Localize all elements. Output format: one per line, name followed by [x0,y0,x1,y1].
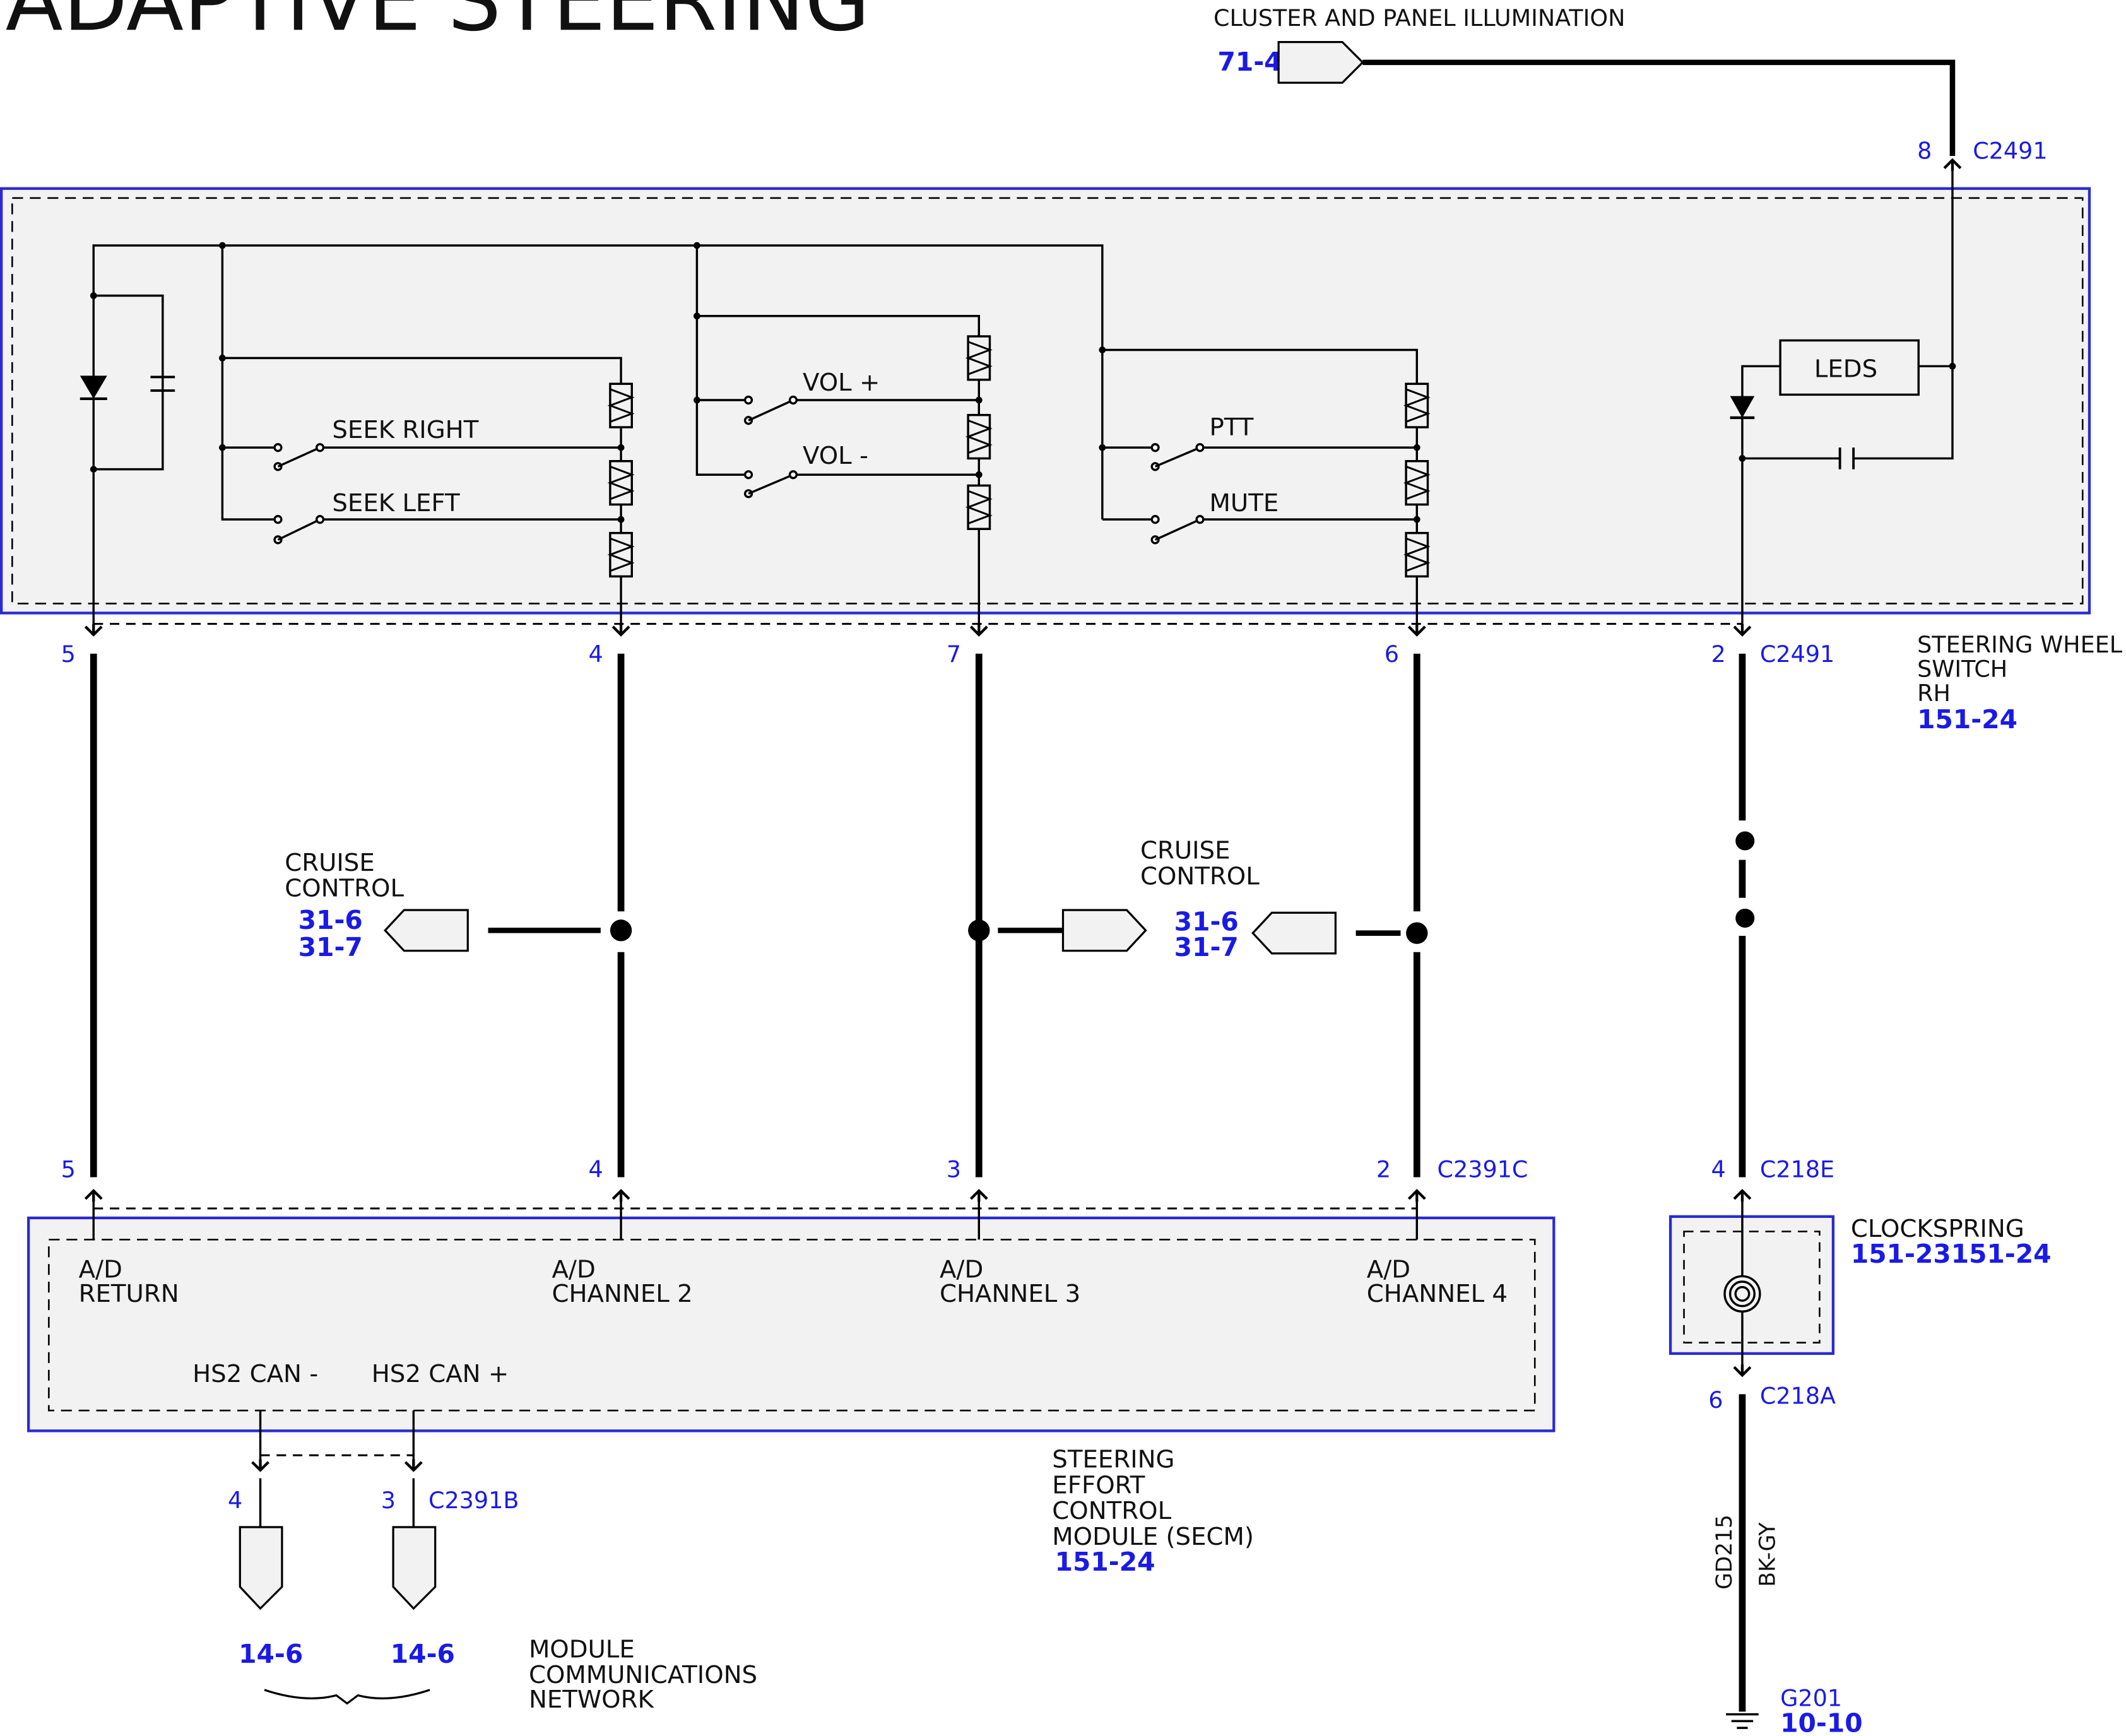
cruise-right-ref-2[interactable]: 31-7 [1174,932,1239,962]
cruise-stubs [488,928,1401,936]
main-wires [90,653,1746,1178]
cruise-right-ref-1[interactable]: 31-6 [1174,906,1239,936]
c218a-pin-label: 6 [1708,1386,1723,1414]
network-brace [264,1689,430,1705]
cruise-splices [610,831,1755,944]
switch-name-line-1: STEERING WHEEL [1917,631,2123,658]
cluster-ref[interactable]: 71-4 [1217,47,1282,77]
cluster-pin-8: 8 [1917,137,1932,164]
network-ref-2[interactable]: 14-6 [391,1639,455,1669]
cruise-connector-right [1251,911,1337,955]
can-minus-connector [239,1526,283,1610]
c2391b-pin-4: 4 [228,1487,242,1514]
cruise-left-label-2: CONTROL [285,875,404,903]
leds-box [1779,339,1920,396]
secm-name-line-1: STEERING [1052,1445,1174,1473]
secm-terminal-2-b: CHANNEL 2 [552,1280,692,1308]
secm-terminal-1-b: RETURN [79,1280,179,1308]
clockspring-coil-icon [1723,1275,1761,1313]
c2491-pin-4: 4 [588,641,603,668]
can-wires [259,1478,415,1528]
secm-terminal-4-a: A/D [1367,1256,1410,1284]
secm-can-minus-label: HS2 CAN - [192,1360,318,1388]
led-diode [1730,396,1755,420]
cruise-left-ref-2[interactable]: 31-7 [298,932,363,962]
secm-name-line-3: CONTROL [1052,1497,1171,1525]
cruise-connector-mid [1061,909,1147,952]
mute-label: MUTE [1210,489,1279,517]
secm-name-line-2: EFFORT [1052,1471,1145,1499]
ptt-label: PTT [1210,413,1254,442]
cruise-connector-left [383,909,469,952]
c2391c-pin-4: 4 [588,1156,603,1183]
switch-name-line-3: RH [1917,680,1951,707]
secm-ref[interactable]: 151-24 [1055,1547,1155,1577]
c2391c-pin-5: 5 [61,1156,76,1183]
c2491-pins [85,624,1750,635]
c2391c-pin-3: 3 [947,1156,961,1183]
diagram-title: ADAPTIVE STEERING [6,0,870,50]
cruise-left-ref-1[interactable]: 31-6 [298,905,363,935]
switch-contacts [273,395,1205,545]
vol-minus-label: VOL - [803,442,868,470]
cruise-right-label-2: CONTROL [1140,862,1260,890]
seek-left-label: SEEK LEFT [332,489,460,517]
network-label-3: NETWORK [529,1686,655,1714]
cluster-connector [1277,41,1364,84]
ground-ref[interactable]: 10-10 [1780,1708,1863,1736]
secm-inner [48,1239,1536,1412]
network-ref-1[interactable]: 14-6 [239,1639,303,1669]
c218e-pin-4: 4 [1711,1156,1726,1183]
c2491-pin-5: 5 [61,641,76,668]
network-label-2: COMMUNICATIONS [529,1661,757,1689]
secm-terminal-3-b: CHANNEL 3 [940,1280,1080,1308]
cluster-wire [1362,59,1956,156]
clockspring-inner [1683,1231,1821,1344]
cluster-connector-id: C2491 [1973,137,2047,164]
c218a-connector-id: C218A [1760,1382,1836,1409]
c2491-pin-6: 6 [1385,641,1399,668]
leds-label: LEDS [1814,355,1877,383]
steering-switch-inner [11,197,2084,605]
seek-right-label: SEEK RIGHT [332,416,478,444]
led-capacitor [1838,447,1855,469]
ground-circuit: GD215 [1712,1515,1737,1590]
return-diode [80,375,107,401]
secm-terminal-1-a: A/D [79,1256,122,1284]
network-label-1: MODULE [529,1635,635,1663]
secm-module [27,1216,1556,1432]
return-capacitor [150,375,175,392]
c2391b-pins [252,1460,422,1470]
c2491-pin-7: 7 [947,641,961,668]
c2391c-connector-id: C2391C [1438,1156,1528,1183]
c2391b-connector-id: C2391B [428,1487,519,1514]
c2391b-pin-3: 3 [381,1487,396,1514]
c2391c-pin-2: 2 [1376,1156,1391,1183]
c218a-pin-6 [1734,1364,1751,1375]
switch-junctions [90,242,1956,523]
clockspring-name: CLOCKSPRING [1851,1215,2024,1243]
clockspring-ref[interactable]: 151-23151-24 [1851,1239,2052,1269]
ground-color-code: BK-GY [1756,1521,1781,1586]
c2491-pin-2: 2 [1711,641,1726,668]
switch-name-line-2: SWITCH [1917,655,2007,682]
can-plus-connector [392,1526,437,1610]
secm-terminal-2-a: A/D [552,1256,595,1284]
c2391c-pins [85,1191,1750,1202]
cruise-right-label-1: CRUISE [1140,836,1231,865]
cluster-label: CLUSTER AND PANEL ILLUMINATION [1214,4,1625,32]
steering-switch-module [0,187,2091,615]
ground-id: G201 [1780,1685,1842,1712]
secm-terminal-4-b: CHANNEL 4 [1367,1280,1508,1308]
c2491-connector-id: C2491 [1760,641,1834,668]
cruise-left-label-1: CRUISE [285,849,375,877]
vol-plus-label: VOL + [803,369,880,397]
secm-name-line-4: MODULE (SECM) [1052,1523,1254,1551]
secm-terminal-3-a: A/D [940,1256,983,1284]
switch-ref[interactable]: 151-24 [1917,704,2017,735]
c218e-connector-id: C218E [1760,1156,1834,1183]
secm-can-plus-label: HS2 CAN + [372,1360,509,1388]
ground-symbol-icon [1726,1713,1759,1729]
